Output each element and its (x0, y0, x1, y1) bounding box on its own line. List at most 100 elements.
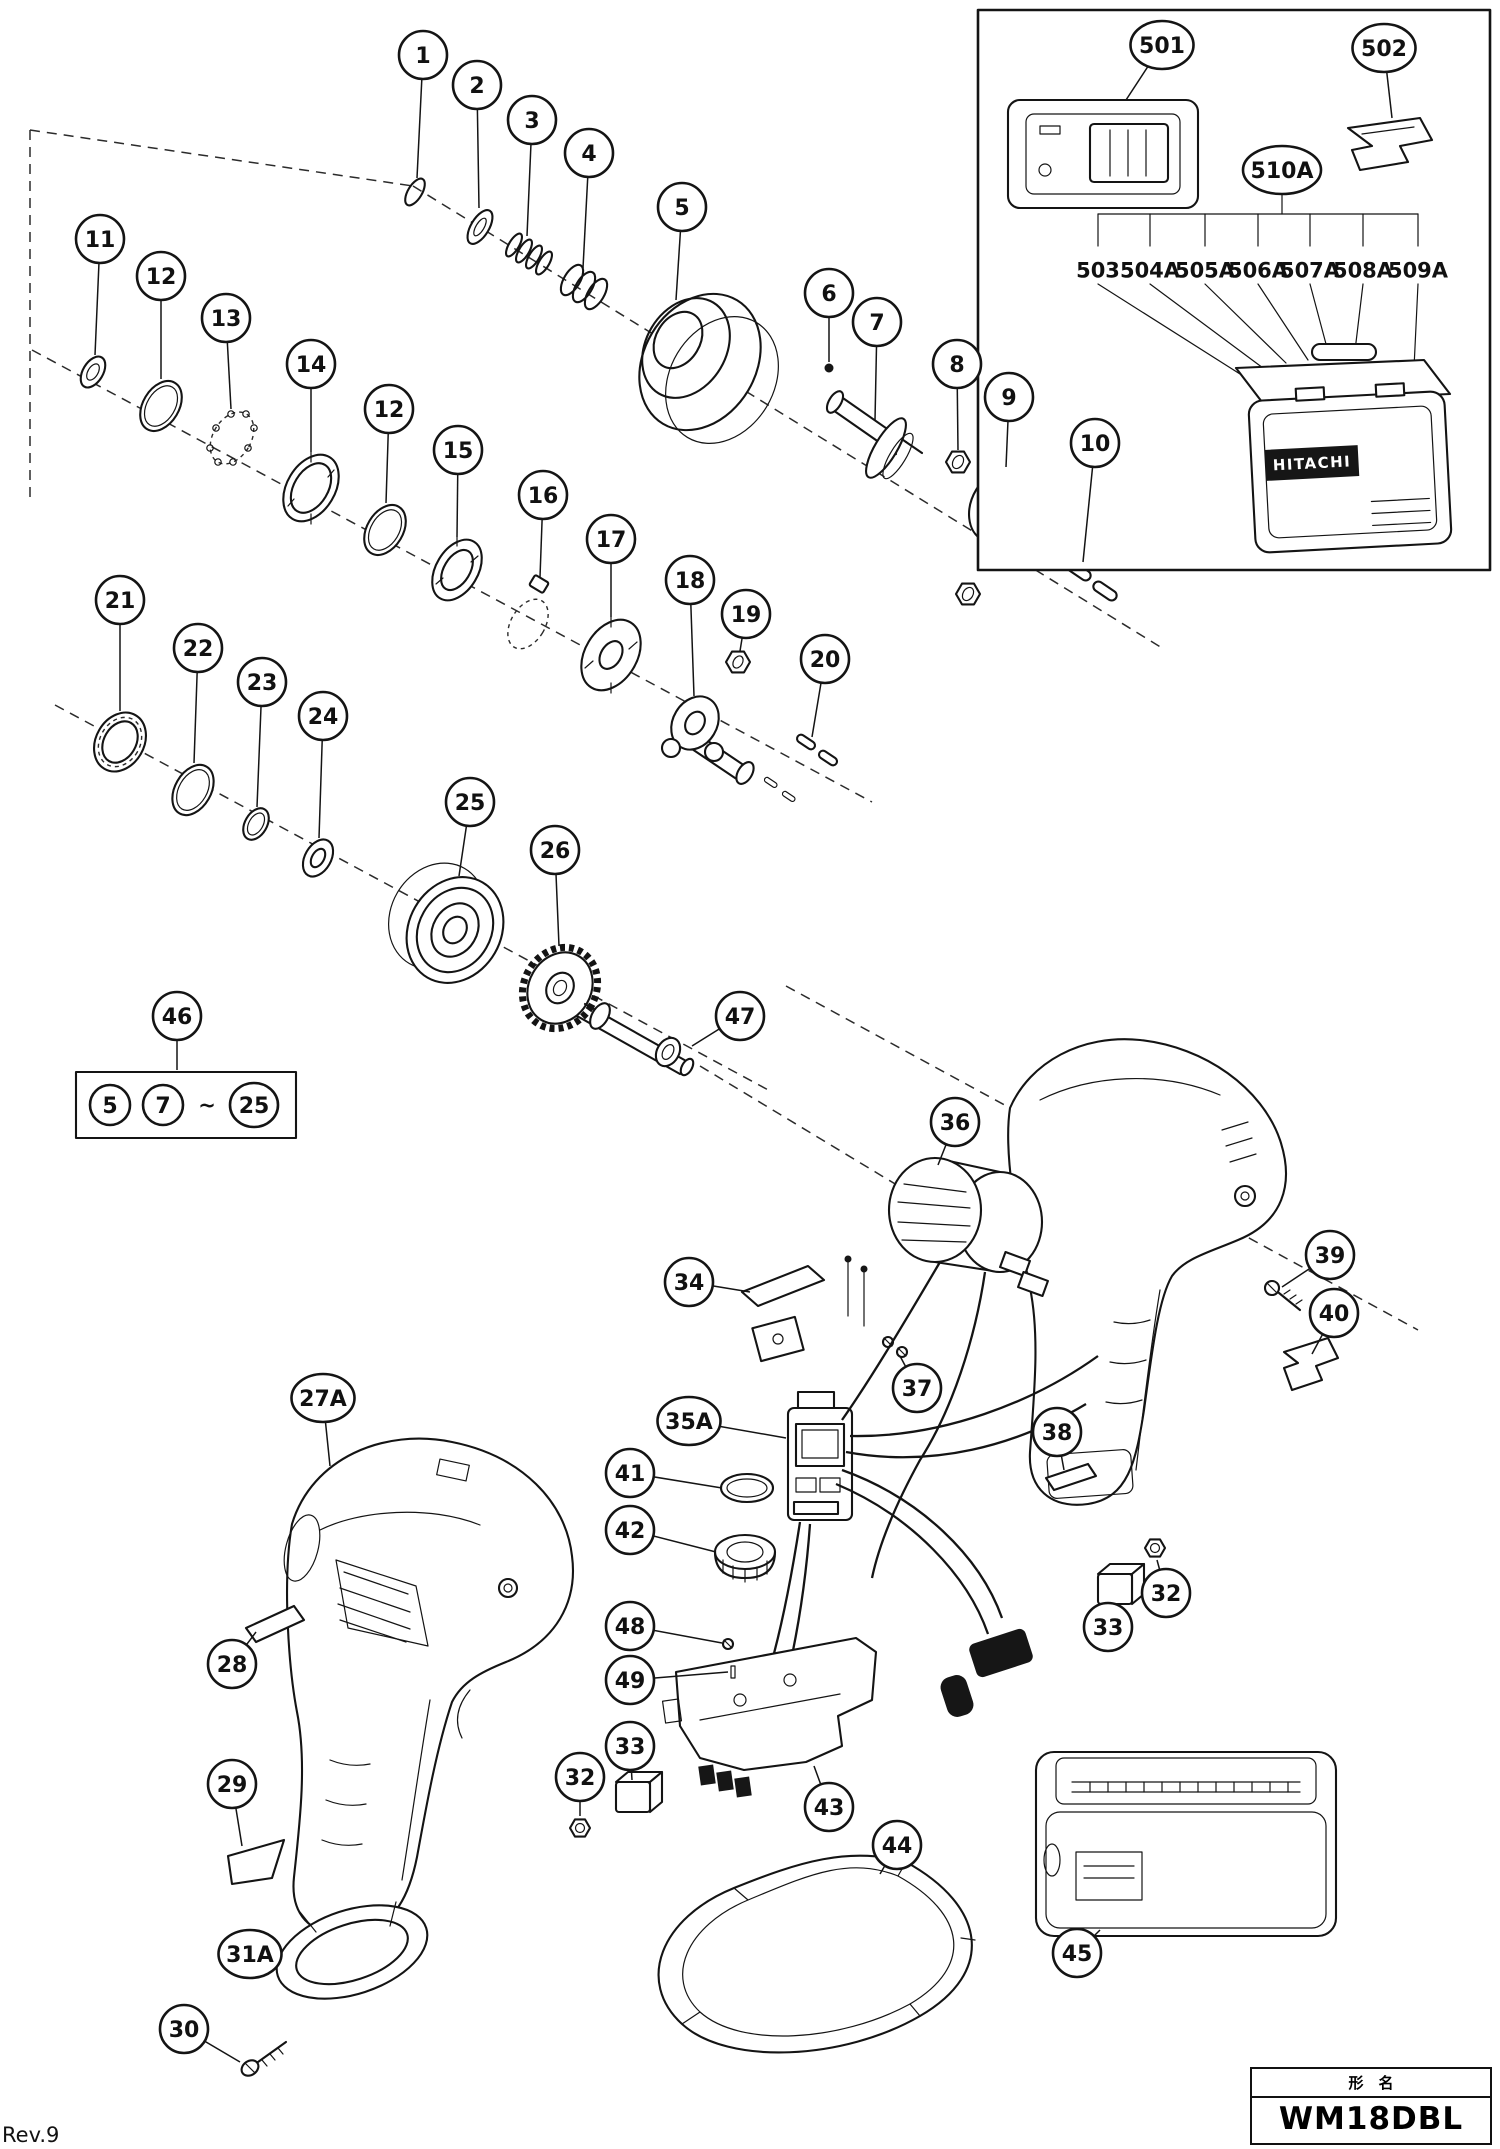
callout-34: 34 (663, 1256, 751, 1308)
part-spring-4 (559, 263, 609, 311)
callout-28: 28 (206, 1631, 258, 1690)
callout-33: 33 (1082, 1601, 1134, 1653)
part-battery-45 (1034, 1750, 1338, 1938)
svg-text:502: 502 (1361, 37, 1407, 62)
svg-text:508A: 508A (1333, 259, 1394, 283)
callout-35A: 35A (656, 1395, 787, 1447)
callout-25: 25 (444, 776, 496, 877)
part-cam-plate-17 (580, 616, 642, 694)
part-left-housing-27A (283, 1437, 574, 1936)
part-anvil-7 (825, 390, 924, 480)
callout-8: 8 (931, 338, 983, 451)
part-carrier-18 (660, 695, 755, 785)
part-switch-35A (786, 1390, 854, 1522)
callout-47: 47 (691, 990, 766, 1047)
callout-17: 17 (585, 513, 637, 617)
part-ball-retainer-13 (206, 410, 258, 466)
callout-32-2: 32 (554, 1751, 606, 1816)
svg-text:46: 46 (162, 1005, 193, 1030)
part-clip-16 (507, 574, 550, 650)
svg-text:17: 17 (596, 528, 627, 553)
part-washer-11 (79, 355, 107, 389)
callout-20: 20 (799, 633, 851, 738)
callout-12-2: 12 (363, 383, 415, 504)
callout-29: 29 (206, 1758, 258, 1847)
part-pins-20 (763, 733, 839, 803)
callout-505A: 505A (1175, 259, 1236, 283)
svg-text:510A: 510A (1251, 159, 1314, 184)
svg-text:23: 23 (247, 671, 278, 696)
svg-text:19: 19 (731, 603, 762, 628)
part-gear-26 (518, 943, 602, 1033)
callout-30: 30 (158, 2003, 241, 2063)
part-spline-ring-21 (93, 711, 147, 773)
part-nut-19 (724, 650, 752, 674)
svg-text:22: 22 (183, 637, 214, 662)
callout-1: 1 (397, 29, 449, 179)
wiring-harness (768, 1261, 1099, 1675)
svg-text:34: 34 (674, 1271, 705, 1296)
svg-text:15: 15 (443, 439, 474, 464)
callout-11: 11 (74, 213, 126, 356)
callout-43: 43 (803, 1765, 855, 1833)
title-block-header: 形 名 (1252, 2069, 1490, 2098)
svg-text:36: 36 (940, 1111, 971, 1136)
svg-text:507A: 507A (1280, 259, 1341, 283)
svg-text:30: 30 (169, 2018, 200, 2043)
part-guide-15 (431, 536, 483, 602)
callout-37: 37 (891, 1355, 943, 1414)
callout-36: 36 (929, 1096, 981, 1166)
part-washer-24 (301, 838, 335, 878)
part-ring-12a (139, 380, 183, 432)
svg-text:25: 25 (455, 791, 486, 816)
callout-33-2: 33 (604, 1720, 656, 1781)
title-block: 形 名 WM18DBL (1250, 2067, 1492, 2145)
callout-503: 503 (1076, 259, 1120, 283)
svg-text:26: 26 (540, 839, 571, 864)
svg-text:49: 49 (615, 1669, 646, 1694)
svg-text:38: 38 (1042, 1421, 1073, 1446)
part-bracket-40 (1282, 1336, 1340, 1392)
part-ring-12b (363, 504, 407, 556)
callout-40: 40 (1308, 1287, 1360, 1355)
callout-38: 38 (1031, 1406, 1083, 1471)
part-hook-502 (1346, 116, 1434, 172)
svg-text:4: 4 (581, 142, 596, 167)
callout-legend-7: 7 (141, 1083, 185, 1127)
part-label-29 (226, 1838, 286, 1886)
callout-15: 15 (432, 424, 484, 538)
svg-text:40: 40 (1319, 1302, 1350, 1327)
callout-32: 32 (1140, 1559, 1192, 1619)
part-nut-8 (944, 450, 972, 474)
part-strap-44 (657, 1854, 976, 2054)
callout-7: 7 (851, 296, 903, 421)
callout-508A: 508A (1333, 259, 1394, 283)
svg-text:14: 14 (296, 353, 327, 378)
part-right-housing (1007, 1038, 1288, 1506)
part-spring-3 (505, 232, 553, 276)
part-clutch-hub-25 (387, 862, 505, 984)
callout-4: 4 (563, 127, 615, 269)
svg-text:33: 33 (1093, 1616, 1124, 1641)
callout-506A: 506A (1228, 259, 1289, 283)
svg-text:43: 43 (814, 1796, 845, 1821)
svg-text:7: 7 (155, 1094, 170, 1119)
part-connector-block (940, 1628, 1033, 1717)
inset-bracket-lines (1097, 193, 1419, 375)
svg-text:506A: 506A (1228, 259, 1289, 283)
callout-5: 5 (656, 181, 708, 301)
svg-text:509A: 509A (1388, 259, 1449, 283)
part-ring-gear-14 (282, 451, 340, 525)
part-screw-39 (1263, 1279, 1303, 1312)
revision-label: Rev.9 (2, 2123, 60, 2147)
callout-legend-5: 5 (88, 1083, 132, 1127)
part-screw-30 (240, 2040, 288, 2077)
callout-13: 13 (200, 292, 252, 410)
svg-text:24: 24 (308, 705, 339, 730)
callout-9: 9 (983, 371, 1035, 468)
svg-text:47: 47 (725, 1005, 756, 1030)
callout-49: 49 (604, 1654, 729, 1706)
svg-text:10: 10 (1080, 432, 1111, 457)
callout-6: 6 (803, 267, 855, 362)
svg-text:505A: 505A (1175, 259, 1236, 283)
